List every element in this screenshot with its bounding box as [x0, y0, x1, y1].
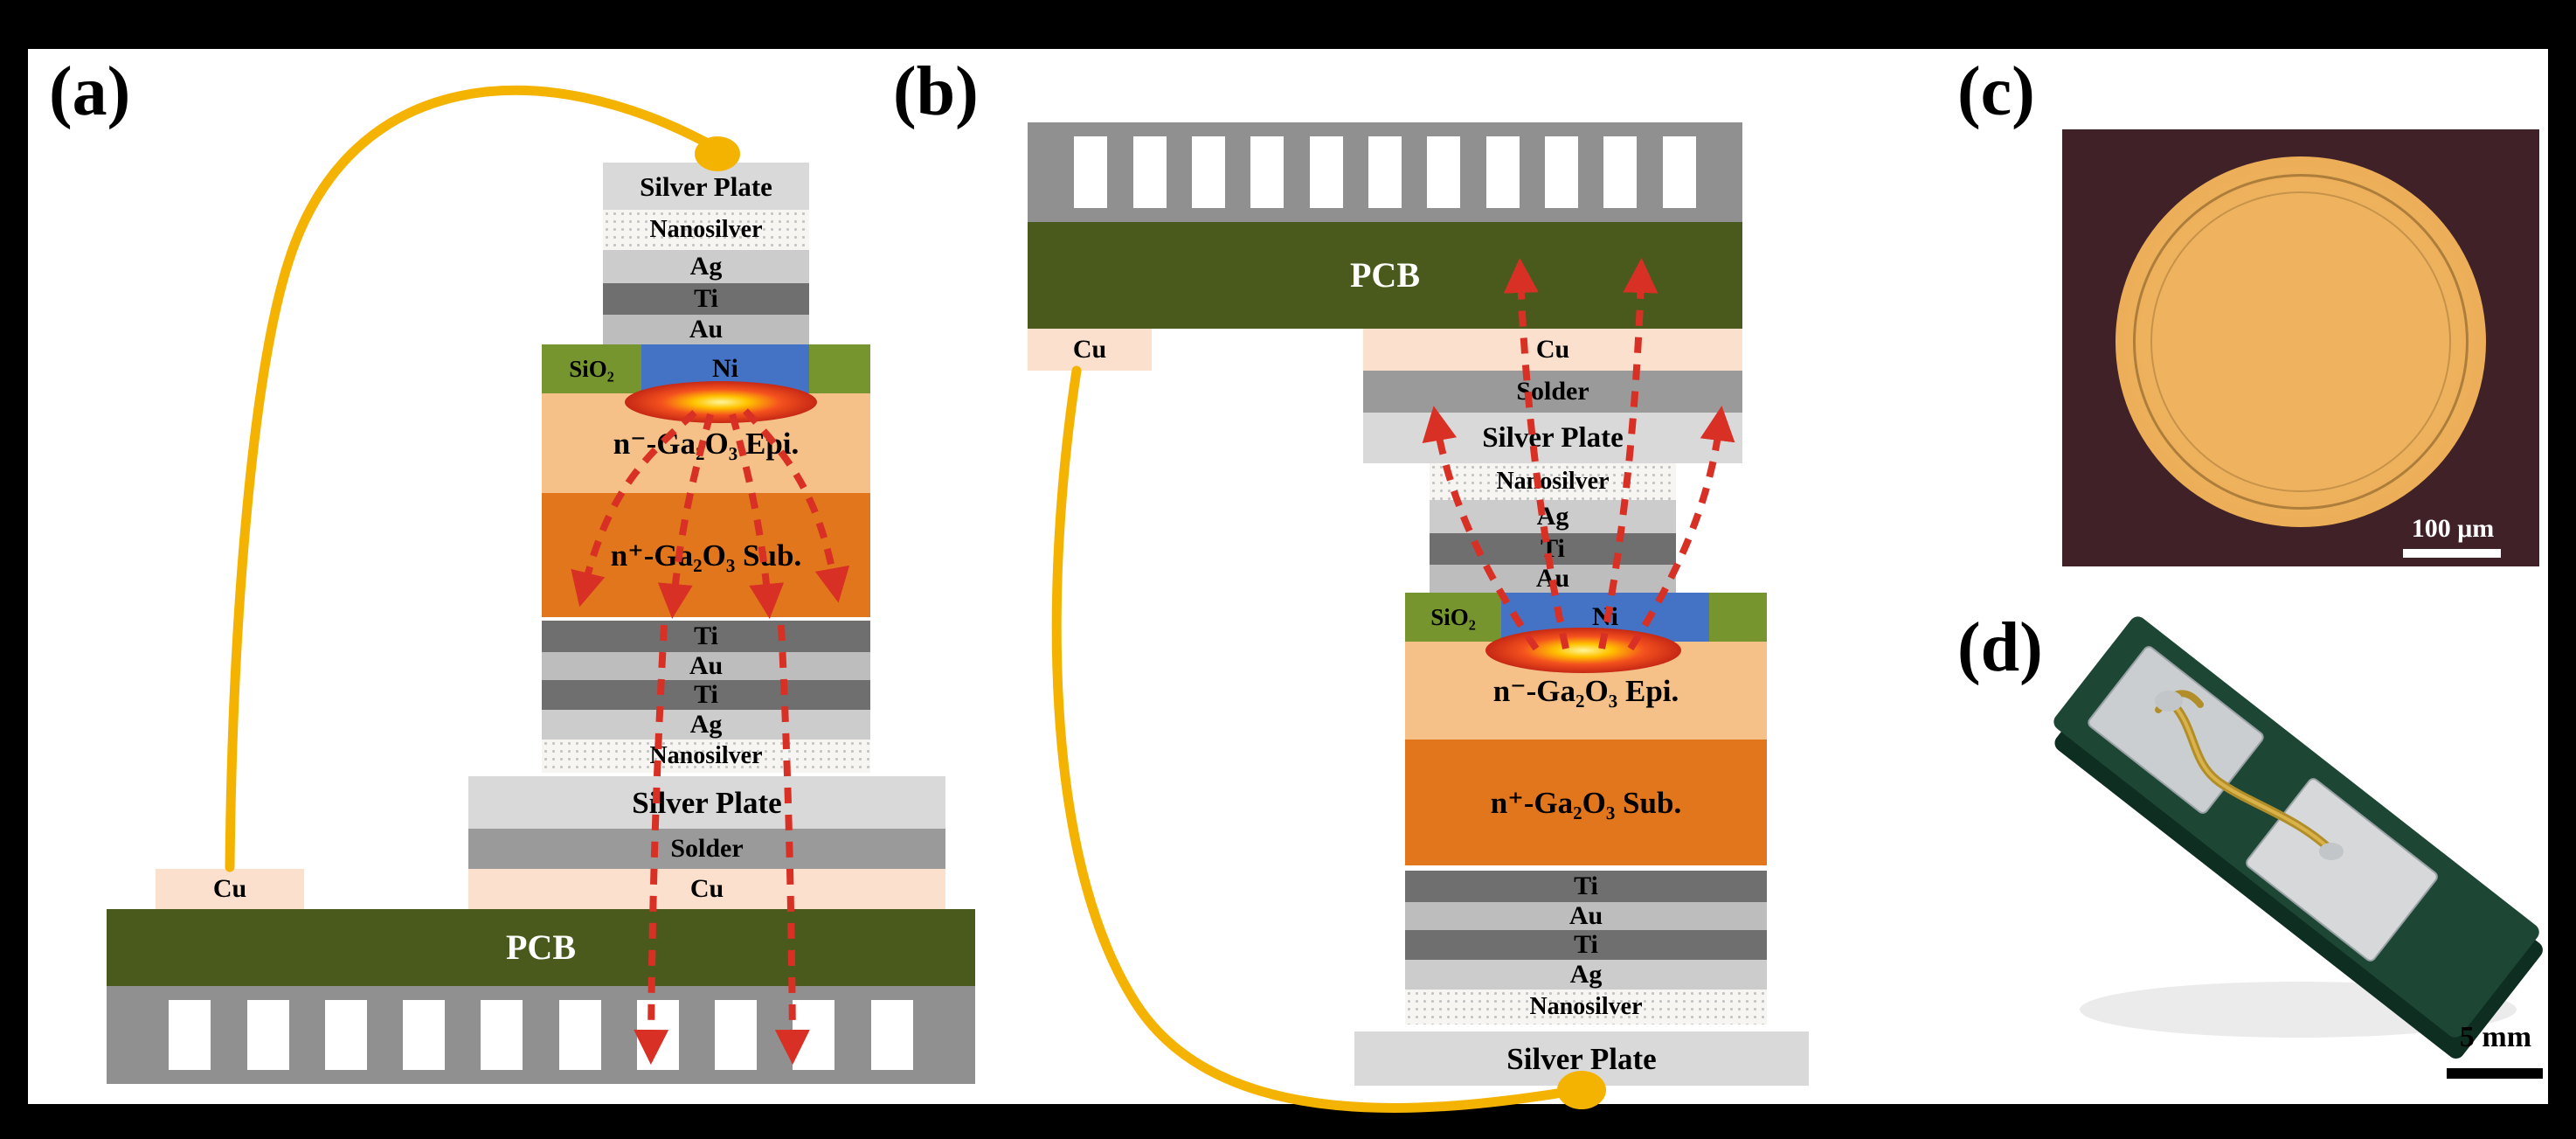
heatsink-fin-slot: [1368, 136, 1402, 208]
layer-silver-plate: Silver Plate: [468, 776, 945, 829]
panel-b-label: (b): [893, 53, 979, 130]
layer-pcb: PCB: [1028, 222, 1742, 329]
layer-sio2-right: [1709, 593, 1767, 642]
heatsink-fin-slot: [1427, 136, 1461, 208]
layer-ti: Ti: [1405, 871, 1767, 902]
scale-bar-100um: [2403, 549, 2501, 558]
layer-ag: Ag: [542, 710, 870, 740]
layer-sio2: SiO₂: [1405, 593, 1501, 642]
layer-ti: Ti: [603, 283, 809, 315]
layer-nanosilver: Nanosilver: [542, 740, 870, 773]
heatsink-a: [107, 986, 975, 1084]
layer-ti: Ti: [542, 680, 870, 710]
panel-a-label: (a): [49, 53, 131, 130]
device-ring-inner: [2150, 191, 2451, 492]
heatsink-fin-slot: [1250, 136, 1285, 208]
layer-cu: Cu: [468, 869, 945, 909]
panel-c-label: (c): [1957, 53, 2035, 130]
layer-silver-plate: Silver Plate: [603, 163, 809, 210]
heatsink-fin-slot: [870, 1000, 913, 1070]
scale-bar-label-100um: 100 μm: [2411, 514, 2495, 543]
heatsink-b: [1028, 122, 1742, 222]
device-circle: [2116, 156, 2486, 527]
layer-ti: Ti: [1405, 930, 1767, 960]
heatsink-fin-slot: [169, 1000, 211, 1070]
heatsink-fin-slot: [246, 1000, 289, 1070]
layer-nanosilver: Nanosilver: [603, 210, 809, 250]
heatsink-fin-slot: [1485, 136, 1520, 208]
heatsink-fin-slot: [1662, 136, 1696, 208]
heatsink-fin-slot: [1603, 136, 1638, 208]
heatsink-fin-slot: [1074, 136, 1108, 208]
layer-solder: Solder: [1363, 371, 1742, 413]
cu-wire-pad: Cu: [156, 869, 304, 909]
layer-sio2: SiO₂: [542, 344, 641, 393]
layer-au: Au: [1405, 902, 1767, 930]
heatsink-fin-slot: [1191, 136, 1225, 208]
microscope-image: 100 μm: [2062, 129, 2539, 566]
layer-ga2o3-sub: n⁺-Ga₂O₃ Sub.: [542, 493, 870, 617]
layer-au: Au: [1430, 565, 1676, 593]
heatsink-fins: [133, 1000, 949, 1070]
cu-wire-pad: Cu: [1028, 329, 1152, 371]
heatsink-fin-slot: [403, 1000, 446, 1070]
layer-cu: Cu: [1363, 329, 1742, 371]
layer-solder: Solder: [468, 829, 945, 869]
heatsink-fins: [1049, 136, 1721, 208]
layer-ga2o3-sub: n⁺-Ga₂O₃ Sub.: [1405, 740, 1767, 865]
layer-silver-plate: Silver Plate: [1363, 413, 1742, 463]
heatsink-fin-slot: [324, 1000, 367, 1070]
layer-au: Au: [542, 652, 870, 680]
layer-nanosilver: Nanosilver: [1430, 463, 1676, 500]
heatsink-fin-slot: [1309, 136, 1343, 208]
layer-ag: Ag: [1430, 500, 1676, 533]
heat-source-a: [625, 381, 817, 423]
layer-silver-plate: Silver Plate: [1354, 1031, 1809, 1086]
layer-au: Au: [603, 315, 809, 344]
scale-bar-5mm: [2447, 1068, 2543, 1079]
layer-ti: Ti: [542, 621, 870, 652]
layer-ti: Ti: [1430, 533, 1676, 565]
layer-pcb: PCB: [107, 909, 975, 986]
layer-nanosilver: Nanosilver: [1405, 990, 1767, 1024]
layer-sio2-right: [809, 344, 870, 393]
layer-ag: Ag: [1405, 960, 1767, 990]
heatsink-fin-slot: [1132, 136, 1167, 208]
device-ring-outer: [2133, 174, 2469, 510]
layer-ag: Ag: [603, 250, 809, 283]
heatsink-fin-slot: [793, 1000, 835, 1070]
heatsink-fin-slot: [481, 1000, 523, 1070]
heatsink-fin-slot: [636, 1000, 679, 1070]
heatsink-fin-slot: [558, 1000, 601, 1070]
heatsink-fin-slot: [1544, 136, 1578, 208]
heat-source-b: [1485, 628, 1681, 673]
panel-d-label: (d): [1957, 609, 2043, 686]
heatsink-fin-slot: [715, 1000, 758, 1070]
scale-bar-label-5mm: 5 mm: [2459, 1021, 2532, 1053]
